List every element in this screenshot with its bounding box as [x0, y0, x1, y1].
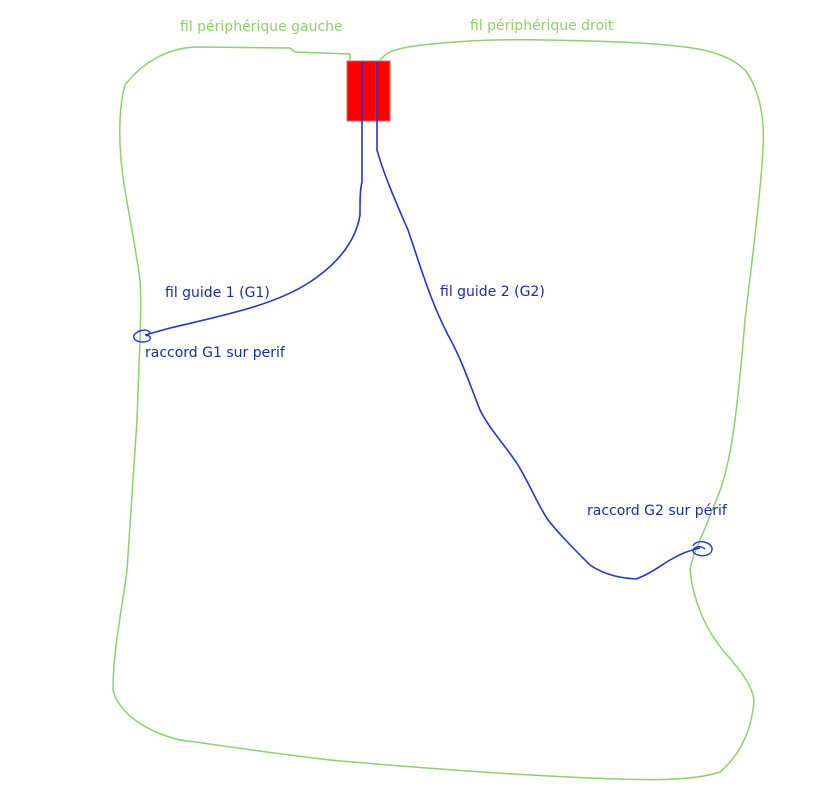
perimeter-right-label: fil périphérique droit [470, 18, 614, 34]
guide-1-label: fil guide 1 (G1) [165, 285, 270, 301]
joint-g1-label: raccord G1 sur perif [145, 345, 286, 361]
guide-wire-2 [376, 62, 701, 580]
g2-junction-loop [692, 541, 713, 557]
g1-junction-loop [133, 329, 151, 343]
joint-g2-label: raccord G2 sur périf [587, 503, 728, 519]
perimeter-left-label: fil périphérique gauche [180, 19, 343, 35]
perimeter-wire [112, 38, 765, 781]
guide-wire-1 [144, 62, 363, 336]
guide-2-label: fil guide 2 (G2) [440, 284, 545, 300]
base-station [346, 60, 391, 122]
